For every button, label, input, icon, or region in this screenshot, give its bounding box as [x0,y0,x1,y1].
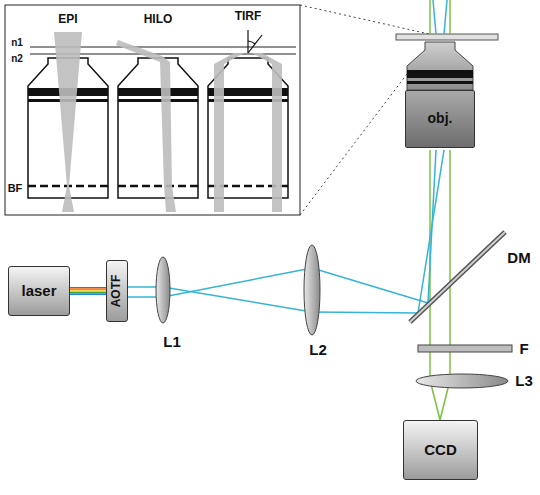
angle-mark-part [248,35,262,53]
objective-body: obj. [405,90,475,148]
dichroic-mirror [410,232,505,322]
objective-cap-part [407,42,473,90]
sample-slide-part [396,34,498,40]
excitation-beam-part [163,287,312,312]
lens [156,245,508,388]
laser-box: laser [8,266,70,316]
node-label: CCD [424,442,457,459]
lens-part [304,245,320,335]
objective-cap-part [407,70,473,78]
emission-filter-part [418,345,512,352]
node-label: AOTF [110,275,123,308]
lens-label: L3 [515,373,533,390]
ccd-camera: CCD [403,420,478,480]
lens-label: L2 [309,342,327,359]
inset-objectives-part [118,58,198,198]
filter-label: F [519,341,528,358]
excitation-beam-part [433,0,436,34]
inset-frame-part [5,5,300,215]
mode-label: HILO [144,13,173,26]
illumination-beams-part [62,186,74,212]
focal-plane-label: BF [8,182,23,194]
emission-beam-part [429,0,431,34]
inset-frame-part [300,5,438,36]
inset-frame [5,5,438,215]
beam-connector [70,287,106,295]
aotf-box: AOTF [106,260,128,322]
node-label: obj. [428,111,453,126]
angle-mark-part [248,41,255,44]
lens-part [416,374,508,388]
illumination-beams-part [214,53,244,212]
sample-slide [396,34,498,40]
illumination-beams [54,32,282,212]
mode-label: EPI [58,13,77,26]
lens-part [156,257,170,323]
excitation-beam [128,0,447,313]
excitation-beam-part [312,268,428,303]
dichroic-mirror-part [410,232,505,322]
refractive-index: n1 [11,37,23,48]
mirror-label: DM [507,250,530,267]
excitation-beam-part [418,150,444,313]
mode-label: TIRF [235,10,262,23]
objective-cap-part [407,81,473,84]
illumination-beams-part [54,32,82,186]
illumination-beams-part [252,53,282,212]
dichroic-mirror-part [410,232,505,322]
node-label: laser [21,283,56,300]
emission-filter [418,345,512,352]
lens-label: L1 [163,334,181,351]
inset-frame-part [300,74,407,215]
illumination-beams-part [116,40,176,212]
angle-mark [248,30,262,53]
excitation-beam-part [312,312,418,313]
emission-beam-part [449,0,451,34]
excitation-beam-part [163,268,312,297]
refractive-index: n2 [11,53,23,64]
excitation-beam-part [444,0,447,34]
objective-cap [407,42,473,90]
